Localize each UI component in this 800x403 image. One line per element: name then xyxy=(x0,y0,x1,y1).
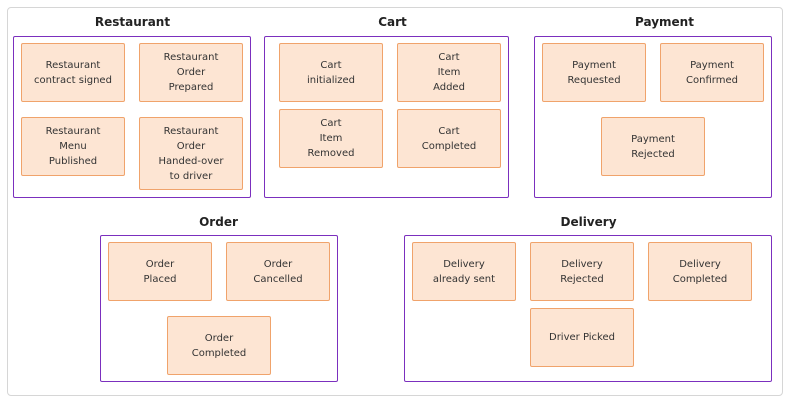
event-cart-completed: Cart Completed xyxy=(397,109,501,168)
event-delivery-rejected: Delivery Rejected xyxy=(530,242,634,301)
event-restaurant-contract-signed: Restaurant contract signed xyxy=(21,43,125,102)
event-delivery-completed: Delivery Completed xyxy=(648,242,752,301)
event-restaurant-menu-published: Restaurant Menu Published xyxy=(21,117,125,176)
event-cart-initialized: Cart initialized xyxy=(279,43,383,102)
group-title-delivery: Delivery xyxy=(560,215,617,229)
group-title-order: Order xyxy=(199,215,238,229)
event-delivery-already-sent: Delivery already sent xyxy=(412,242,516,301)
group-title-cart: Cart xyxy=(378,15,407,29)
event-driver-picked: Driver Picked xyxy=(530,308,634,367)
group-title-restaurant: Restaurant xyxy=(94,15,171,29)
event-payment-confirmed: Payment Confirmed xyxy=(660,43,764,102)
event-restaurant-order-handed-over: Restaurant Order Handed-over to driver xyxy=(139,117,243,190)
event-order-completed: Order Completed xyxy=(167,316,271,375)
event-cart-item-removed: Cart Item Removed xyxy=(279,109,383,168)
event-restaurant-order-prepared: Restaurant Order Prepared xyxy=(139,43,243,102)
event-order-placed: Order Placed xyxy=(108,242,212,301)
event-payment-requested: Payment Requested xyxy=(542,43,646,102)
event-order-cancelled: Order Cancelled xyxy=(226,242,330,301)
event-cart-item-added: Cart Item Added xyxy=(397,43,501,102)
group-title-payment: Payment xyxy=(635,15,694,29)
event-payment-rejected: Payment Rejected xyxy=(601,117,705,176)
